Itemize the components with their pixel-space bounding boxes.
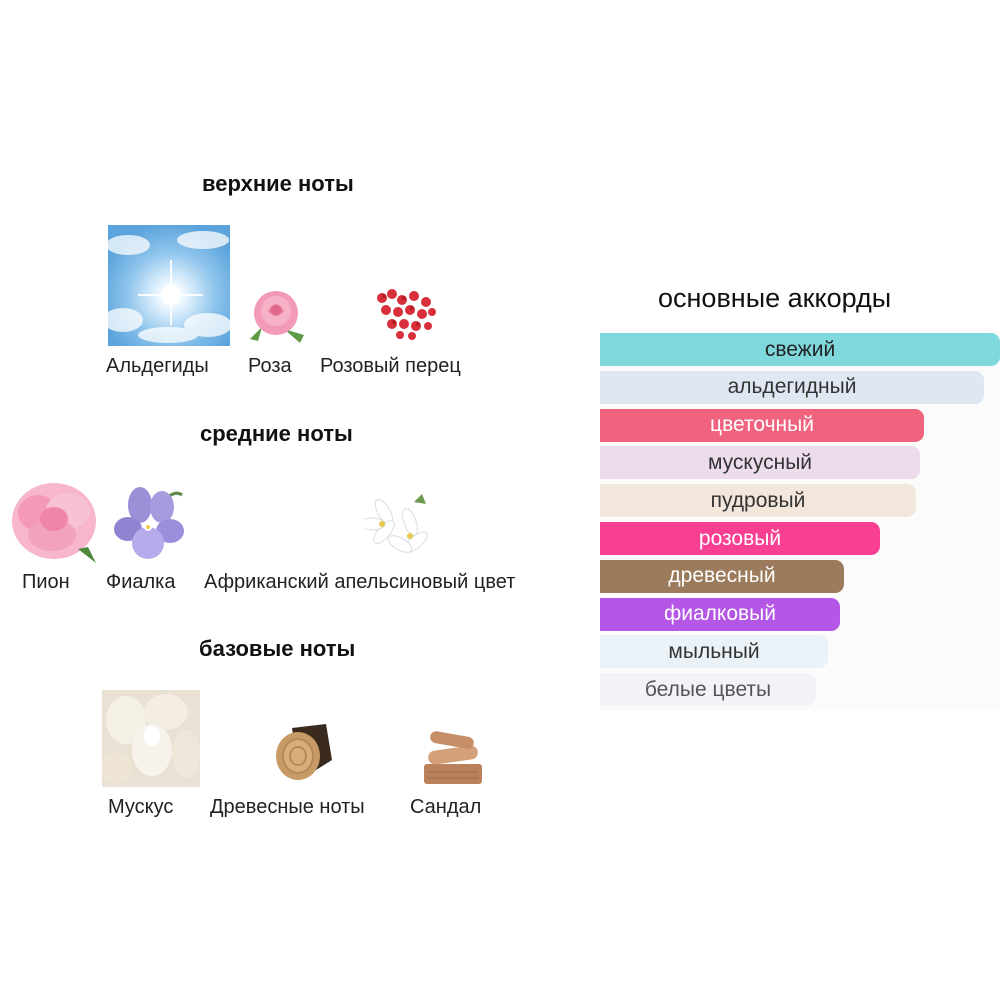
- violet-icon: [112, 483, 188, 563]
- wood-icon: [270, 720, 336, 786]
- note-label-rose: Роза: [248, 355, 292, 377]
- accord-bar: розовый: [600, 522, 880, 555]
- peony-icon: [8, 475, 100, 565]
- top-notes-title: верхние ноты: [202, 171, 354, 196]
- accord-bar: свежий: [600, 333, 1000, 366]
- note-label-sandalwood: Сандал: [410, 796, 482, 818]
- orange-blossom-icon: [364, 492, 432, 560]
- accord-bar: фиалковый: [600, 597, 840, 631]
- note-label-woody-notes: Древесные ноты: [210, 796, 365, 818]
- accord-bar: мускусный: [600, 446, 920, 480]
- note-label-aldehydes: Альдегиды: [106, 355, 209, 377]
- pink-pepper-icon: [372, 286, 440, 342]
- sky-icon: [108, 225, 230, 346]
- main-accords-title: основные аккорды: [658, 283, 892, 313]
- accord-bar: древесный: [600, 559, 844, 593]
- accord-bar: пудровый: [600, 484, 916, 518]
- accord-bar: мыльный: [600, 635, 828, 669]
- accord-bar: альдегидный: [600, 370, 984, 404]
- accord-bar: цветочный: [600, 408, 924, 442]
- note-label-pink-pepper: Розовый перец: [320, 355, 461, 377]
- middle-notes-title: средние ноты: [200, 421, 353, 446]
- note-label-african-orange-blossom: Африканский апельсиновый цвет: [204, 571, 516, 593]
- note-label-violet: Фиалка: [106, 571, 176, 593]
- note-label-musk: Мускус: [108, 796, 174, 818]
- musk-icon: [102, 690, 200, 787]
- rose-icon: [244, 283, 312, 347]
- sandalwood-icon: [420, 728, 486, 788]
- base-notes-title: базовые ноты: [199, 636, 356, 661]
- note-label-peony: Пион: [22, 571, 70, 593]
- accord-bar: белые цветы: [600, 673, 816, 707]
